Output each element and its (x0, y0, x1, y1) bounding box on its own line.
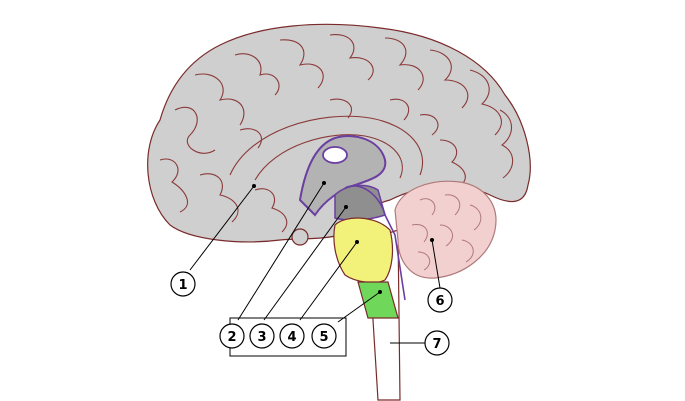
pointer-dots (252, 181, 434, 294)
gyri-lines (159, 34, 514, 233)
label-3: 3 (249, 323, 275, 349)
cerebrum (147, 23, 531, 243)
pituitary (291, 228, 309, 246)
cerebellum-folia (411, 194, 482, 271)
label-4: 4 (279, 323, 305, 349)
label-6-text: 6 (435, 294, 444, 309)
pons (333, 217, 394, 284)
medulla (357, 281, 399, 319)
label-1-text: 1 (178, 278, 187, 293)
midbrain (334, 184, 386, 221)
label-5: 5 (311, 323, 337, 349)
label-2-text: 2 (227, 330, 236, 345)
callout-lines (189, 182, 441, 344)
label-4-text: 4 (287, 330, 296, 345)
label-5-text: 5 (319, 330, 328, 345)
label-3-text: 3 (257, 330, 266, 345)
label-1: 1 (170, 271, 196, 297)
label-6: 6 (427, 287, 453, 313)
label-7-text: 7 (432, 337, 441, 352)
cerebellum (394, 180, 497, 279)
canal-line (344, 185, 406, 301)
label-7: 7 (424, 330, 450, 356)
label-2: 2 (219, 323, 245, 349)
